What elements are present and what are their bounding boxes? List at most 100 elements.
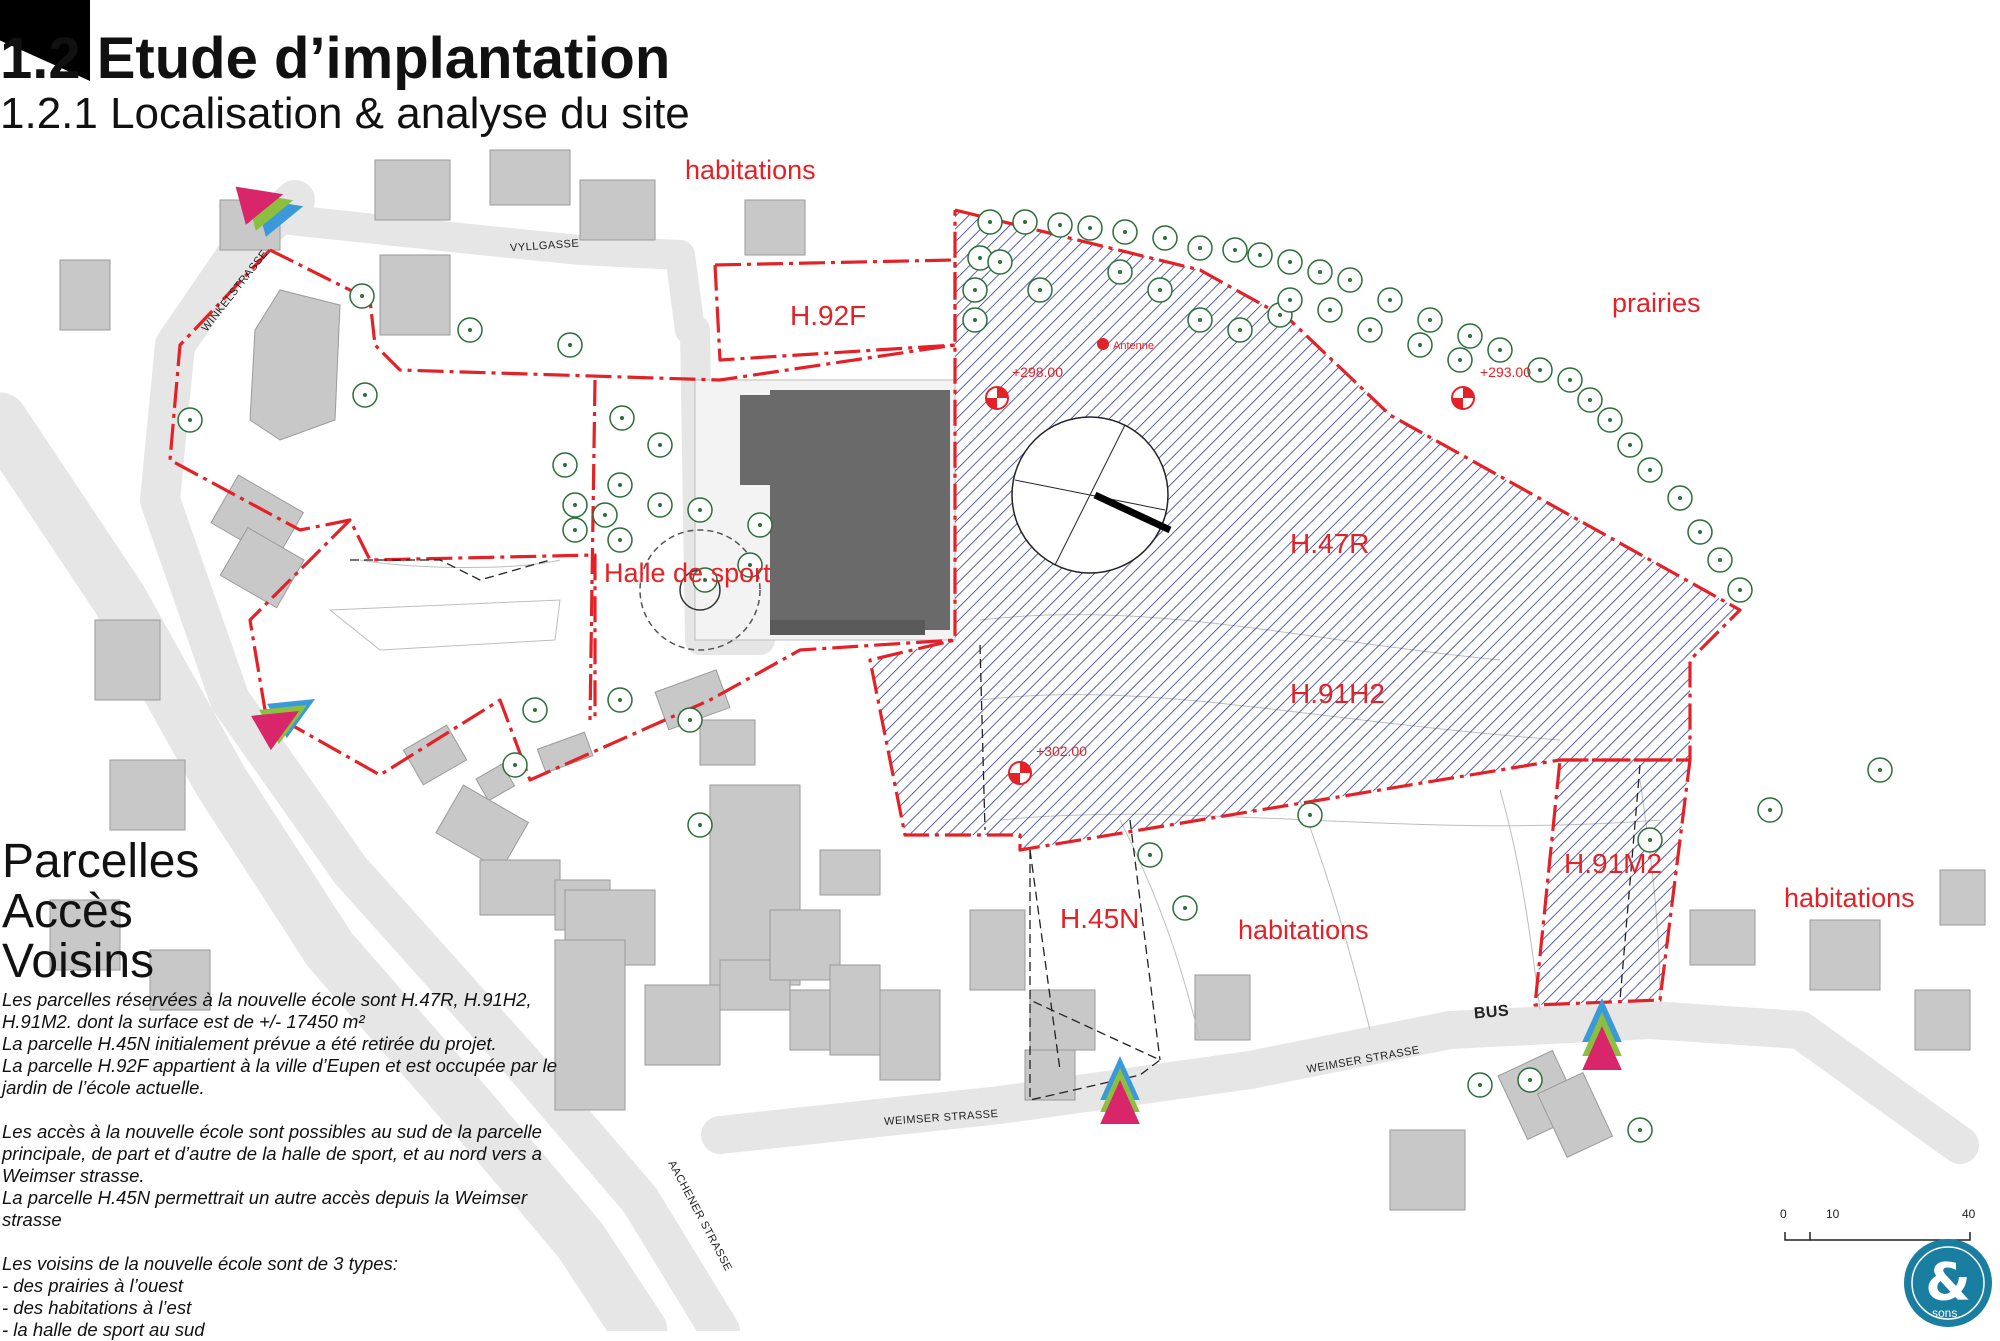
tree-trunk — [1183, 906, 1187, 910]
tree-trunk — [1468, 334, 1472, 338]
tree-trunk — [1238, 328, 1242, 332]
heading-parcelles: Parcelles — [2, 835, 200, 888]
scale-label-10: 10 — [1826, 1207, 1840, 1221]
weimser-strasse-road — [701, 1001, 1979, 1164]
tree-trunk — [1163, 236, 1167, 240]
tree-trunk — [1233, 248, 1237, 252]
tree-trunk — [973, 288, 977, 292]
parcel-h91m2-area — [1535, 760, 1690, 1005]
access-arrow-icon — [251, 711, 300, 751]
elevation-marker-icon — [1008, 761, 1032, 785]
antenna-label: Antenne — [1113, 340, 1154, 352]
tree-trunk — [1038, 288, 1042, 292]
access-arrow-icon — [235, 186, 284, 225]
elevation-293: +293.00 — [1480, 364, 1531, 380]
tree-trunk — [1348, 278, 1352, 282]
page-title: 1.2 Etude d’implantation — [0, 26, 671, 91]
tree-trunk — [1368, 328, 1372, 332]
label-parcel-h91h2: H.91H2 — [1290, 678, 1385, 709]
tree-trunk — [1568, 378, 1572, 382]
tree-trunk — [1278, 313, 1282, 317]
tree-trunk — [1118, 270, 1122, 274]
tree-trunk — [1528, 1078, 1532, 1082]
legend-description-line: La parcelle H.45N permettrait un autre a… — [2, 1187, 528, 1208]
legend-description-line: Les voisins de la nouvelle école sont de… — [2, 1253, 398, 1274]
access-arrow-icon — [1100, 1080, 1140, 1124]
tree-trunk — [618, 483, 622, 487]
tree-trunk — [618, 698, 622, 702]
legend-description-line: La parcelle H.92F appartient à la ville … — [2, 1055, 558, 1076]
label-prairies: prairies — [1612, 288, 1701, 318]
tree-trunk — [1258, 253, 1262, 257]
tree-trunk — [1088, 226, 1092, 230]
tree-trunk — [468, 328, 472, 332]
tree-trunk — [568, 343, 572, 347]
legend-description-line: H.91M2. dont la surface est de +/- 17450… — [2, 1011, 365, 1032]
tree-trunk — [620, 416, 624, 420]
label-habitations-east: habitations — [1784, 883, 1915, 913]
tree-trunk — [533, 708, 537, 712]
elevation-298: +298.00 — [1012, 364, 1063, 380]
tree-trunk — [1458, 358, 1462, 362]
tree-trunk — [1648, 468, 1652, 472]
tree-trunk — [998, 260, 1002, 264]
tree-trunk — [1498, 348, 1502, 352]
ampersand-logo-icon: & — [1925, 1253, 1970, 1313]
sub-parcel-lines — [350, 559, 1641, 1101]
label-habitations-south: habitations — [1238, 915, 1369, 945]
tree-trunk — [1023, 220, 1027, 224]
tree-trunk — [1718, 558, 1722, 562]
tree-trunk — [1608, 418, 1612, 422]
tree-trunk — [1198, 246, 1202, 250]
tree-trunk — [1148, 853, 1152, 857]
tree-trunk — [360, 294, 364, 298]
tree-trunk — [1123, 230, 1127, 234]
tree-trunk — [1428, 318, 1432, 322]
elevation-302: +302.00 — [1036, 743, 1087, 759]
tree-trunk — [1768, 808, 1772, 812]
legend-description-line: - la halle de sport au sud — [2, 1319, 205, 1340]
logo-text: sons — [1932, 1306, 1958, 1320]
tree-trunk — [758, 523, 762, 527]
tree-trunk — [513, 763, 517, 767]
tree-trunk — [1698, 530, 1702, 534]
tree-trunk — [1738, 588, 1742, 592]
tree-trunk — [1628, 443, 1632, 447]
tree-trunk — [698, 823, 702, 827]
tree-trunk — [1308, 813, 1312, 817]
label-halle-de-sport: Halle de sport — [604, 558, 771, 588]
tree-trunk — [1328, 308, 1332, 312]
elevation-marker-icon — [985, 386, 1009, 410]
tree-trunk — [603, 513, 607, 517]
tree-trunk — [1058, 223, 1062, 227]
tree-trunk — [748, 563, 752, 567]
tree-trunk — [1648, 838, 1652, 842]
bus-stop-label: BUS — [1473, 1002, 1510, 1023]
tree-trunk — [1538, 368, 1542, 372]
tree-trunk — [658, 443, 662, 447]
tree-trunk — [1678, 496, 1682, 500]
access-arrow-icon — [1582, 1026, 1622, 1070]
access-arrows — [0, 0, 1622, 1124]
elevation-marker-icon — [1451, 386, 1475, 410]
tree-trunk — [1638, 1128, 1642, 1132]
tree-trunk — [703, 578, 707, 582]
tree-trunk — [618, 538, 622, 542]
legend-description-line: La parcelle H.45N initialement prévue a … — [2, 1033, 497, 1054]
label-parcel-h92f: H.92F — [790, 300, 867, 331]
parcel-h47r-h91h2-area — [870, 210, 1740, 850]
buildings — [49, 149, 1986, 1211]
access-arrow-icon — [0, 0, 90, 81]
tree-trunk — [978, 256, 982, 260]
tree-trunk — [573, 503, 577, 507]
tree-trunk — [363, 393, 367, 397]
trees — [177, 209, 1893, 1143]
sports-hall — [639, 379, 956, 651]
legend-description-line: jardin de l’école actuelle. — [2, 1077, 205, 1098]
legend-description-line: Les parcelles réservées à la nouvelle éc… — [2, 989, 532, 1010]
tree-trunk — [988, 220, 992, 224]
tree-trunk — [1418, 343, 1422, 347]
tree-trunk — [1288, 260, 1292, 264]
tree-trunk — [658, 503, 662, 507]
